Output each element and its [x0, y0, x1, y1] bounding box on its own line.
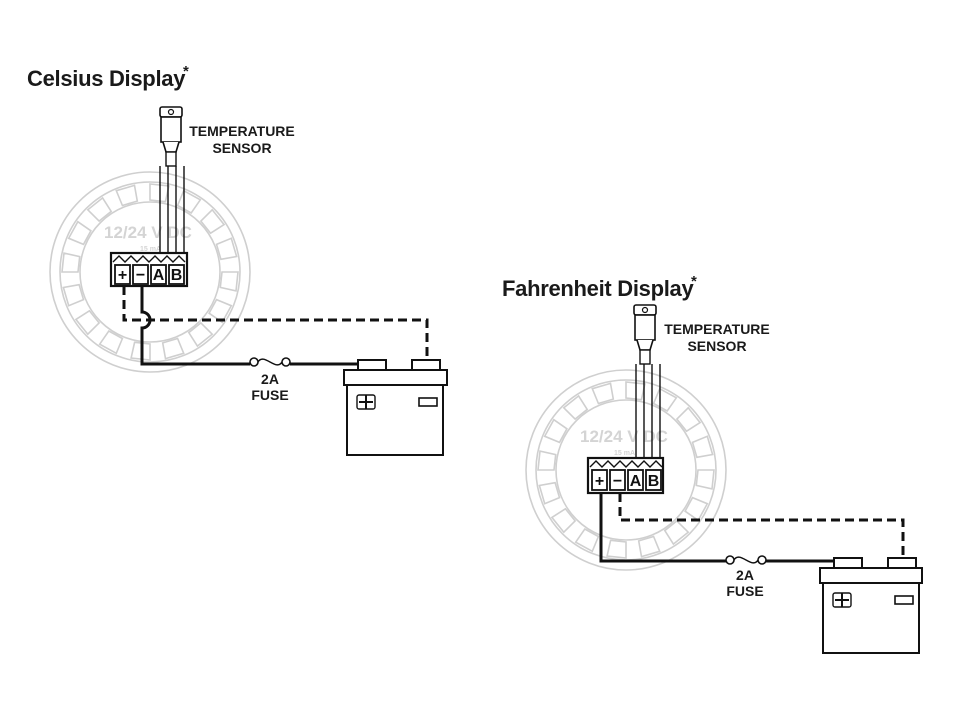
- fahrenheit-battery-plus-icon: [835, 593, 849, 607]
- celsius-asterisk: *: [183, 63, 189, 80]
- gauge-tooth: [591, 382, 615, 405]
- celsius-terminal-a: A: [153, 267, 165, 284]
- fahrenheit-battery: [819, 557, 923, 654]
- fahrenheit-fuse-label-2: FUSE: [726, 583, 763, 599]
- fahrenheit-terminal-b: B: [648, 473, 660, 490]
- celsius-terminal-block: + − A B: [109, 251, 189, 288]
- gauge-tooth: [187, 321, 214, 348]
- fahrenheit-terminal-a: A: [630, 473, 642, 490]
- celsius-ground-wire: [122, 286, 429, 362]
- fahrenheit-fuse: [725, 555, 767, 565]
- gauge-tooth: [691, 435, 714, 459]
- fahrenheit-sensor-wires: [635, 364, 661, 462]
- fahrenheit-fuse-label-1: 2A: [736, 567, 754, 583]
- celsius-power-wire: [140, 286, 250, 366]
- fahrenheit-gauge-teeth: [537, 381, 715, 559]
- gauge-tooth: [74, 309, 101, 336]
- celsius-terminal-b: B: [171, 267, 183, 284]
- celsius-battery-minus-icon: [418, 397, 438, 407]
- celsius-terminal-plus: +: [118, 267, 127, 284]
- celsius-fuse-label-2: FUSE: [251, 387, 288, 403]
- celsius-gauge-voltage: 12/24 V DC: [104, 223, 192, 242]
- fahrenheit-title: Fahrenheit Display: [502, 276, 694, 301]
- fahrenheit-terminal-plus: +: [595, 473, 604, 490]
- gauge-tooth: [86, 196, 113, 223]
- gauge-tooth: [208, 298, 233, 324]
- fahrenheit-temperature-sensor: [633, 304, 657, 365]
- gauge-tooth: [62, 283, 85, 307]
- celsius-section: Celsius Display * 12/24 V DC 15 mA TEMPE…: [27, 63, 448, 456]
- fahrenheit-sensor-label-1: TEMPERATURE: [664, 321, 770, 337]
- fahrenheit-asterisk: *: [691, 273, 697, 290]
- gauge-tooth: [199, 208, 226, 235]
- celsius-gauge-current: 15 mA: [140, 246, 161, 253]
- fahrenheit-ground-wire: [618, 493, 905, 560]
- fahrenheit-sensor-label-2: SENSOR: [687, 338, 746, 354]
- celsius-battery: [343, 359, 448, 456]
- gauge-tooth: [130, 341, 151, 361]
- gauge-tooth: [115, 184, 139, 207]
- fahrenheit-battery-minus-icon: [894, 595, 914, 605]
- gauge-tooth: [562, 394, 589, 421]
- fahrenheit-gauge-outline: 12/24 V DC 15 mA: [525, 369, 727, 571]
- celsius-gauge-outline: 12/24 V DC 15 mA: [49, 171, 251, 373]
- fahrenheit-terminal-minus: −: [613, 473, 622, 490]
- celsius-sensor-label-1: TEMPERATURE: [189, 123, 295, 139]
- fahrenheit-section: Fahrenheit Display * 12/24 V DC 15 mA TE…: [502, 273, 923, 654]
- gauge-tooth: [537, 450, 557, 471]
- fahrenheit-power-wire: [599, 493, 726, 563]
- gauge-tooth: [219, 271, 239, 292]
- celsius-sensor-label-2: SENSOR: [212, 140, 271, 156]
- gauge-tooth: [550, 507, 577, 534]
- celsius-temperature-sensor: [159, 106, 183, 167]
- gauge-tooth: [98, 330, 124, 355]
- celsius-battery-plus-icon: [359, 395, 373, 409]
- gauge-tooth: [695, 469, 715, 490]
- gauge-tooth: [675, 406, 702, 433]
- celsius-fuse: [249, 357, 291, 367]
- celsius-title: Celsius Display: [27, 66, 186, 91]
- fahrenheit-gauge-current: 15 mA: [614, 450, 635, 457]
- celsius-gauge-teeth: [61, 183, 239, 361]
- gauge-tooth: [61, 252, 81, 273]
- gauge-tooth: [574, 528, 600, 553]
- celsius-fuse-label-1: 2A: [261, 371, 279, 387]
- celsius-sensor-wires: [159, 166, 185, 262]
- gauge-tooth: [663, 519, 690, 546]
- gauge-tooth: [538, 481, 561, 505]
- gauge-tooth: [176, 189, 202, 214]
- gauge-tooth: [652, 387, 678, 412]
- celsius-terminal-minus: −: [136, 267, 145, 284]
- fahrenheit-gauge-voltage: 12/24 V DC: [580, 427, 668, 446]
- gauge-tooth: [161, 337, 185, 360]
- gauge-tooth: [215, 237, 238, 261]
- gauge-tooth: [67, 220, 92, 246]
- fahrenheit-terminal-block: + − A B: [586, 456, 665, 495]
- gauge-tooth: [606, 539, 627, 559]
- gauge-tooth: [637, 535, 661, 558]
- gauge-tooth: [543, 418, 568, 444]
